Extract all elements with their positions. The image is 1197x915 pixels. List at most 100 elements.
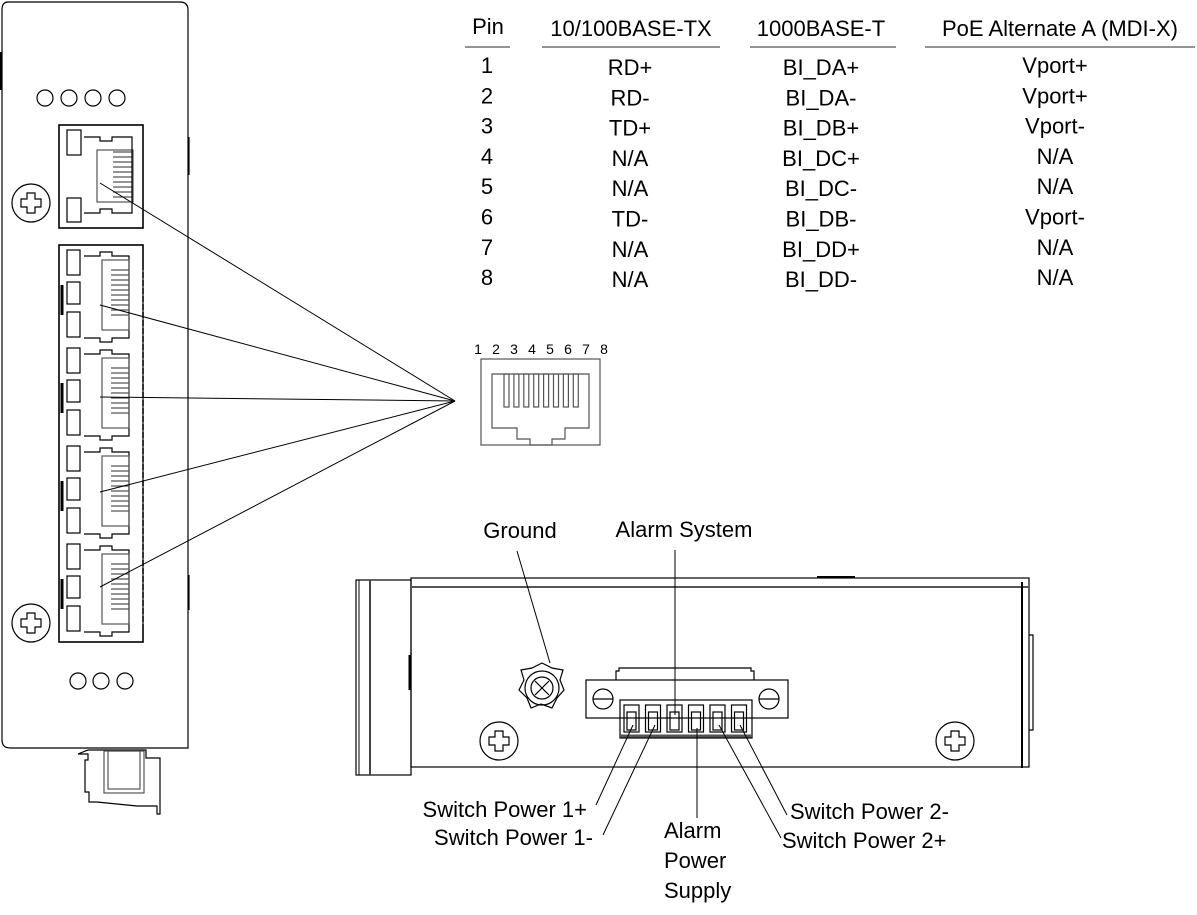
cell-poe: N/A	[1037, 144, 1074, 169]
cell-poe: Vport-	[1025, 205, 1085, 230]
rj45-contact	[513, 373, 520, 408]
rj45-contact	[533, 373, 540, 408]
cell-poe: N/A	[1037, 265, 1074, 290]
cell-poe: N/A	[1037, 174, 1074, 199]
table-header-poe: PoE Alternate A (MDI-X)	[942, 16, 1178, 41]
rj45-pin-number: 2	[492, 341, 500, 357]
rj45-pin-number: 1	[474, 341, 482, 357]
rj45-contact	[562, 373, 570, 408]
screw-icon	[935, 721, 975, 761]
led-indicator	[116, 672, 134, 690]
cell-1000baset: BI_DB-	[786, 207, 857, 232]
terminal-slot	[709, 704, 726, 733]
table-row: 1 RD+ BI_DA+ Vport+	[481, 53, 1088, 80]
callout-leaders	[516, 550, 788, 839]
table-row: 3 TD+ BI_DB+ Vport-	[481, 114, 1085, 141]
led-indicator	[60, 89, 78, 107]
led-group-top	[36, 89, 126, 107]
terminal-connector	[585, 667, 789, 739]
rj45-contact	[503, 373, 510, 408]
cell-1000baset: BI_DD-	[785, 267, 857, 292]
rj45-pin-number: 4	[528, 341, 536, 357]
cell-1000baset: BI_DA-	[786, 85, 857, 110]
rj45-contact	[552, 373, 560, 408]
cell-1000baset: BI_DC-	[785, 176, 857, 201]
rj45-port	[60, 543, 130, 637]
cell-10-100basetx: N/A	[612, 267, 649, 292]
callout-switch-power-1-plus: Switch Power 1+	[423, 797, 587, 822]
terminal-slot	[687, 704, 705, 733]
rj45-contact	[523, 373, 530, 408]
front-panel	[0, 1, 190, 815]
callout-switch-power-1-minus: Switch Power 1-	[434, 825, 593, 850]
led-indicator	[36, 89, 54, 107]
cell-10-100basetx: TD-	[612, 207, 649, 232]
callout-alarm-power-supply-line2: Power	[664, 848, 726, 873]
led-indicator	[84, 89, 102, 107]
rj45-port	[60, 347, 130, 441]
rj45-pin-number: 6	[564, 341, 572, 357]
callout-switch-power-2-minus: Switch Power 2-	[790, 799, 949, 824]
callout-alarm-power-supply-line3: Supply	[664, 878, 731, 903]
led-group-bottom	[69, 672, 134, 690]
cell-poe: N/A	[1037, 235, 1074, 260]
rj45-port-block	[58, 244, 144, 643]
callout-alarm-power-supply-line1: Alarm	[664, 818, 721, 843]
cell-10-100basetx: RD-	[610, 85, 649, 110]
rj45-pin-number: 3	[510, 341, 518, 357]
cell-10-100basetx: N/A	[612, 237, 649, 262]
cell-pin: 7	[481, 235, 493, 260]
callout-ground: Ground	[483, 518, 556, 543]
table-row: 8 N/A BI_DD- N/A	[481, 265, 1074, 292]
cell-10-100basetx: RD+	[608, 55, 653, 80]
screw-icon	[11, 603, 51, 643]
cell-10-100basetx: N/A	[612, 146, 649, 171]
table-row: 7 N/A BI_DD+ N/A	[481, 235, 1074, 262]
cell-1000baset: BI_DA+	[783, 55, 859, 80]
cell-1000baset: BI_DB+	[783, 116, 859, 141]
cell-1000baset: BI_DC+	[782, 146, 860, 171]
table-row: 5 N/A BI_DC- N/A	[481, 174, 1074, 201]
cell-pin: 4	[481, 144, 493, 169]
rj45-port	[60, 445, 130, 539]
rj45-contact	[542, 373, 550, 408]
cell-pin: 5	[481, 174, 493, 199]
ground-screw-icon	[518, 662, 565, 709]
cell-pin: 6	[481, 205, 493, 230]
table-header-1000baset: 1000BASE-T	[757, 16, 885, 41]
table-header-pin: Pin	[472, 14, 504, 39]
callout-alarm-system: Alarm System	[616, 517, 753, 542]
cell-poe: Vport+	[1022, 53, 1087, 78]
terminal-slot	[623, 704, 640, 733]
rj45-pin-number: 7	[582, 341, 590, 357]
led-indicator	[108, 89, 126, 107]
cell-pin: 2	[481, 83, 493, 108]
cell-pin: 8	[481, 265, 493, 290]
rj45-port-uplink	[58, 124, 144, 229]
cell-1000baset: BI_DD+	[782, 237, 860, 262]
cell-10-100basetx: N/A	[612, 176, 649, 201]
led-indicator	[92, 672, 110, 690]
cell-poe: Vport+	[1022, 83, 1087, 108]
cell-pin: 3	[481, 114, 493, 139]
screw-icon	[11, 183, 51, 223]
table-row: 2 RD- BI_DA- Vport+	[481, 83, 1088, 110]
port-leader-lines	[99, 182, 456, 588]
callout-switch-power-2-plus: Switch Power 2+	[782, 828, 946, 853]
cell-10-100basetx: TD+	[609, 116, 651, 141]
led-indicator	[69, 672, 87, 690]
terminal-slot	[730, 704, 748, 733]
table-row: 6 TD- BI_DB- Vport-	[481, 205, 1085, 232]
rj45-contact	[572, 373, 579, 408]
cell-pin: 1	[481, 53, 493, 78]
cell-poe: Vport-	[1025, 114, 1085, 139]
pin-assignment-table: Pin 10/100BASE-TX 1000BASE-T PoE Alterna…	[465, 14, 1195, 292]
rj45-port	[60, 249, 130, 343]
rj45-pin-number: 8	[600, 341, 608, 357]
din-rail-clip	[77, 749, 161, 815]
table-row: 4 N/A BI_DC+ N/A	[481, 144, 1074, 171]
screw-icon	[479, 721, 519, 761]
terminal-block-view: Ground Alarm System Switch Power 1+ Swit…	[355, 517, 1034, 903]
